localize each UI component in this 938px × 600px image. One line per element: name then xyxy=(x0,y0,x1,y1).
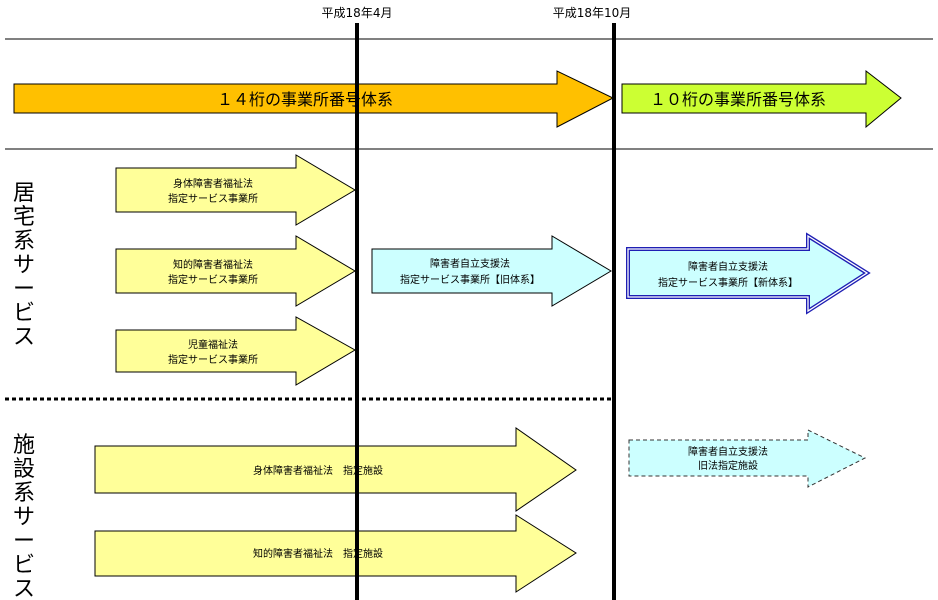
date-october-label: 平成18年10月 xyxy=(553,6,632,20)
old-law-line2: 旧法指定施設 xyxy=(698,459,758,472)
new-numbering-arrow: １０桁の事業所番号体系 xyxy=(621,69,902,129)
svg-text:設: 設 xyxy=(13,457,35,482)
svg-text:居: 居 xyxy=(13,181,35,206)
home-physical-line1: 身体障害者福祉法 xyxy=(173,177,253,190)
home-child-line1: 児童福祉法 xyxy=(188,338,238,351)
new-support-line2: 指定サービス事業所【新体系】 xyxy=(658,276,798,289)
svg-text:系: 系 xyxy=(13,481,35,506)
home-child-line2: 指定サービス事業所 xyxy=(168,353,258,366)
home-physical-line2: 指定サービス事業所 xyxy=(168,192,258,205)
home-intellectual-line1: 知的障害者福祉法 xyxy=(173,258,253,271)
old-support-line2: 指定サービス事業所【旧体系】 xyxy=(400,273,540,286)
svg-text:宅: 宅 xyxy=(13,205,35,230)
svg-text:ビ: ビ xyxy=(13,553,35,578)
svg-text:ー: ー xyxy=(13,529,35,554)
new-support-arrow: 障害者自立支援法 指定サービス事業所【新体系】 xyxy=(626,232,871,315)
old-numbering-label: １４桁の事業所番号体系 xyxy=(217,90,393,109)
facility-intellectual-label: 知的障害者福祉法 指定施設 xyxy=(253,547,383,560)
svg-text:ー: ー xyxy=(13,277,35,302)
facility-intellectual-arrow: 知的障害者福祉法 指定施設 xyxy=(94,514,577,593)
svg-text:サ: サ xyxy=(13,505,35,530)
old-support-line1: 障害者自立支援法 xyxy=(430,257,510,270)
svg-text:系: 系 xyxy=(13,229,35,254)
date-april-label: 平成18年4月 xyxy=(322,6,393,20)
old-support-arrow: 障害者自立支援法 指定サービス事業所【旧体系】 xyxy=(371,235,612,307)
home-physical-arrow: 身体障害者福祉法 指定サービス事業所 xyxy=(115,154,356,226)
svg-text:ビ: ビ xyxy=(13,301,35,326)
facility-services-label: 施 設 系 サ ー ビ ス xyxy=(13,433,35,600)
facility-physical-label: 身体障害者福祉法 指定施設 xyxy=(253,464,383,477)
home-child-arrow: 児童福祉法 指定サービス事業所 xyxy=(115,316,357,386)
new-support-line1: 障害者自立支援法 xyxy=(688,260,768,273)
facility-physical-arrow: 身体障害者福祉法 指定施設 xyxy=(94,427,577,512)
svg-text:ス: ス xyxy=(13,325,35,350)
home-intellectual-arrow: 知的障害者福祉法 指定サービス事業所 xyxy=(115,235,356,307)
svg-text:サ: サ xyxy=(13,253,35,278)
home-intellectual-line2: 指定サービス事業所 xyxy=(168,273,258,286)
svg-text:施: 施 xyxy=(13,433,35,458)
svg-text:ス: ス xyxy=(13,577,35,600)
old-numbering-arrow: １４桁の事業所番号体系 xyxy=(13,70,615,128)
new-numbering-label: １０桁の事業所番号体系 xyxy=(650,90,826,109)
old-law-line1: 障害者自立支援法 xyxy=(688,445,768,458)
home-services-label: 居 宅 系 サ ー ビ ス xyxy=(13,181,35,350)
old-law-facility-arrow: 障害者自立支援法 旧法指定施設 xyxy=(628,429,867,488)
